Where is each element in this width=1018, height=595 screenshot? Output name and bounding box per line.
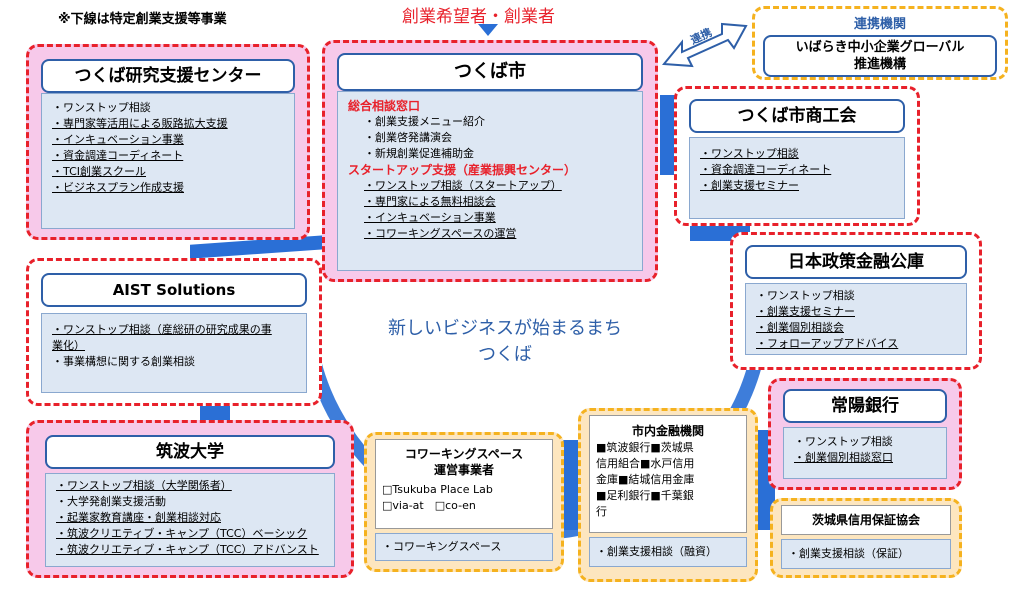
commerce-title: つくば市商工会: [689, 99, 905, 133]
list-item: ・ワンストップ相談（スタートアップ）: [364, 179, 562, 192]
tsukuba-city-box: つくば市 総合相談窓口 ・創業支援メニュー紹介 ・創業啓発講演会 ・新規創業促進…: [322, 40, 658, 282]
note: ※下線は特定創業支援等事業: [58, 12, 227, 27]
partner-name: いばらき中小企業グローバル 推進機構: [763, 35, 997, 77]
partner-title: 連携機関: [853, 17, 906, 32]
list-item: ・創業支援メニュー紹介: [364, 115, 485, 128]
list-item: ・ビジネスプラン作成支援: [52, 181, 184, 194]
cowork-title-1: コワーキングスペース: [404, 447, 524, 461]
list-item: ・大学発創業支援活動: [56, 495, 166, 508]
cowork-title-2: 運営事業者: [433, 463, 494, 477]
research-center-list: ・ワンストップ相談 ・専門家等活用による販路拡大支援 ・インキュベーション事業 …: [41, 93, 295, 229]
banks-title: 市内金融機関: [631, 424, 704, 438]
research-center-box: つくば研究支援センター ・ワンストップ相談 ・専門家等活用による販路拡大支援 ・…: [26, 44, 310, 240]
list-item: 業化）: [52, 339, 85, 352]
jfc-list: ・ワンストップ相談 ・創業支援セミナー ・創業個別相談会 ・フォローアップアドバ…: [745, 283, 967, 355]
list-item: ・創業支援セミナー: [700, 179, 799, 192]
banks-service: ・創業支援相談（融資）: [589, 537, 747, 567]
aist-title: AIST Solutions: [41, 273, 307, 307]
joyo-list: ・ワンストップ相談 ・創業個別相談窓口: [783, 427, 947, 479]
list-item: ・ワンストップ相談: [700, 147, 799, 160]
list-item: ・インキュベーション事業: [52, 133, 184, 146]
guarantee-box: 茨城県信用保証協会 ・創業支援相談（保証）: [770, 498, 962, 578]
list-item: ・ワンストップ相談: [52, 101, 151, 114]
list-item: ・事業構想に関する創業相談: [52, 355, 195, 368]
university-list: ・ワンストップ相談（大学関係者） ・大学発創業支援活動 ・起業家教育講座・創業相…: [45, 473, 335, 567]
university-title: 筑波大学: [45, 435, 335, 469]
down-arrow-icon: [478, 24, 498, 36]
list-item: ・創業個別相談窓口: [794, 451, 893, 464]
partner-box: 連携機関 いばらき中小企業グローバル 推進機構: [752, 6, 1008, 80]
list-item: ・コワーキングスペースの運営: [364, 227, 517, 240]
university-box: 筑波大学 ・ワンストップ相談（大学関係者） ・大学発創業支援活動 ・起業家教育講…: [26, 420, 354, 578]
banks-line: 行: [596, 505, 607, 518]
slogan-line-2: つくば: [478, 344, 532, 365]
cowork-service: ・コワーキングスペース: [375, 533, 553, 561]
aist-list: ・ワンストップ相談（産総研の研究成果の事 業化） ・事業構想に関する創業相談: [41, 313, 307, 393]
list-item: ・インキュベーション事業: [364, 211, 496, 224]
list-item: ・起業家教育講座・創業相談対応: [56, 511, 221, 524]
list-item: ・ワンストップ相談: [756, 289, 855, 302]
double-arrow-icon: [660, 20, 750, 70]
list-item: ・筑波クリエティブ・キャンプ（TCC）アドバンスト: [56, 543, 319, 556]
list-item: ・ワンストップ相談（産総研の研究成果の事: [52, 323, 272, 336]
research-center-title: つくば研究支援センター: [41, 59, 295, 93]
joyo-box: 常陽銀行 ・ワンストップ相談 ・創業個別相談窓口: [768, 378, 962, 490]
list-item: ・資金調達コーディネート: [700, 163, 832, 176]
list-item: ・創業個別相談会: [756, 321, 844, 334]
center-slogan: 新しいビジネスが始まるまち つくば: [350, 316, 660, 368]
list-item: ・TCI創業スクール: [52, 165, 146, 178]
banks-line: 信用組合■水戸信用: [596, 457, 695, 470]
section-heading: 総合相談窓口: [348, 99, 421, 113]
tsukuba-city-list: 総合相談窓口 ・創業支援メニュー紹介 ・創業啓発講演会 ・新規創業促進補助金 ス…: [337, 91, 643, 271]
list-item: ・創業支援セミナー: [756, 305, 855, 318]
cowork-member: □Tsukuba Place Lab: [382, 483, 493, 496]
list-item: ・フォローアップアドバイス: [756, 337, 899, 350]
commerce-list: ・ワンストップ相談 ・資金調達コーディネート ・創業支援セミナー: [689, 137, 905, 219]
section-heading: スタートアップ支援（産業振興センター）: [348, 163, 577, 177]
joyo-title: 常陽銀行: [783, 389, 947, 423]
banks-box: 市内金融機関 ■筑波銀行■茨城県 信用組合■水戸信用 金庫■結城信用金庫 ■足利…: [578, 408, 758, 582]
list-item: ・専門家による無料相談会: [364, 195, 496, 208]
cowork-member: □via-at □co-en: [382, 499, 476, 512]
partner-line-1: いばらき中小企業グローバル: [795, 40, 965, 55]
commerce-box: つくば市商工会 ・ワンストップ相談 ・資金調達コーディネート ・創業支援セミナー: [674, 86, 920, 226]
banks-line: ■足利銀行■千葉銀: [596, 489, 694, 502]
banks-line: ■筑波銀行■茨城県: [596, 441, 694, 454]
jfc-box: 日本政策金融公庫 ・ワンストップ相談 ・創業支援セミナー ・創業個別相談会 ・フ…: [730, 232, 982, 370]
list-item: ・新規創業促進補助金: [364, 147, 474, 160]
list-item: ・創業啓発講演会: [364, 131, 452, 144]
guarantee-service: ・創業支援相談（保証）: [781, 539, 951, 569]
list-item: ・筑波クリエティブ・キャンプ（TCC）ベーシック: [56, 527, 308, 540]
slogan-line-1: 新しいビジネスが始まるまち: [388, 318, 622, 339]
banks-line: 金庫■結城信用金庫: [596, 473, 695, 486]
list-item: ・資金調達コーディネート: [52, 149, 184, 162]
cowork-box: コワーキングスペース 運営事業者 □Tsukuba Place Lab □via…: [364, 432, 564, 572]
aist-box: AIST Solutions ・ワンストップ相談（産総研の研究成果の事 業化） …: [26, 258, 322, 406]
list-item: ・専門家等活用による販路拡大支援: [52, 117, 228, 130]
header-label: 創業希望者・創業者: [402, 7, 555, 27]
tsukuba-city-title: つくば市: [337, 53, 643, 91]
partner-line-2: 推進機構: [853, 57, 906, 72]
list-item: ・ワンストップ相談: [794, 435, 893, 448]
jfc-title: 日本政策金融公庫: [745, 245, 967, 279]
guarantee-title: 茨城県信用保証協会: [781, 505, 951, 535]
list-item: ・ワンストップ相談（大学関係者）: [56, 479, 232, 492]
